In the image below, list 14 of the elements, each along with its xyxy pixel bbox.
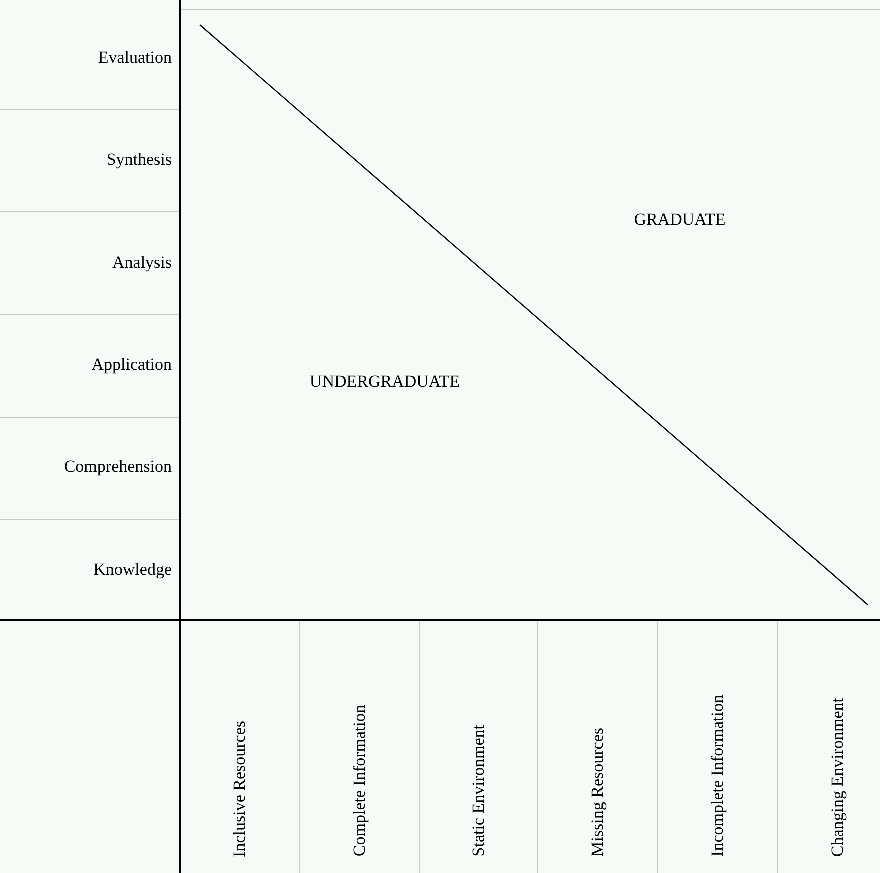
row-label: Analysis — [112, 254, 172, 271]
column-label: Incomplete Information — [709, 695, 726, 857]
region-label: UNDERGRADUATE — [310, 373, 460, 390]
region-label: GRADUATE — [634, 211, 726, 228]
row-label: Knowledge — [94, 561, 172, 578]
column-label: Missing Resources — [589, 728, 606, 857]
column-label: Inclusive Resources — [231, 720, 248, 857]
row-label: Evaluation — [98, 49, 172, 66]
row-label: Comprehension — [64, 458, 172, 475]
row-label: Application — [92, 356, 172, 373]
column-label: Static Environment — [470, 725, 487, 857]
row-label: Synthesis — [106, 151, 172, 168]
column-label: Complete Information — [351, 705, 368, 857]
column-label: Changing Environment — [829, 698, 846, 857]
